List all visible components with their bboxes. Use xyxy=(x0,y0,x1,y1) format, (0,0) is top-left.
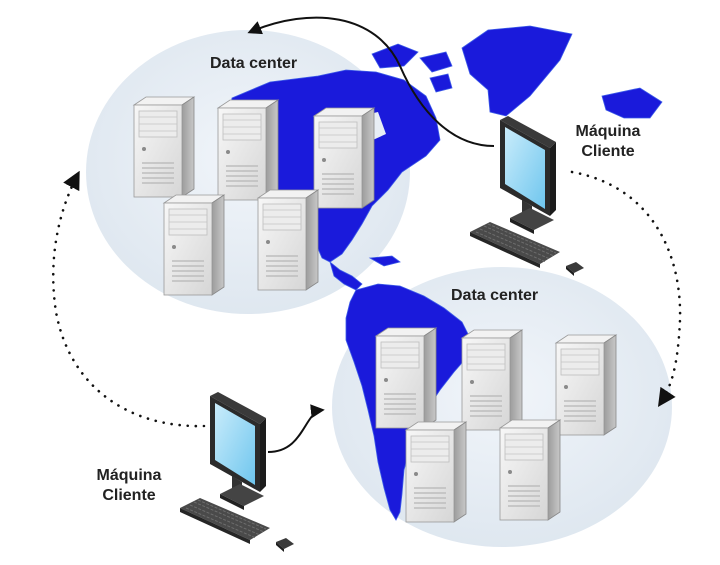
server-icon xyxy=(375,327,437,429)
server-icon xyxy=(257,189,319,291)
desktop-computer-icon xyxy=(469,115,585,277)
server-icon xyxy=(217,99,279,201)
server-icon xyxy=(313,107,375,209)
desktop-computer-icon xyxy=(179,391,295,553)
client-left-label: Máquina Cliente xyxy=(89,466,169,506)
server-icon xyxy=(461,329,523,431)
top-connector-arrow xyxy=(247,16,495,147)
client-right-label-line1: Máquina xyxy=(575,123,641,140)
server-icon xyxy=(499,419,561,521)
server-icon xyxy=(133,96,195,198)
server-icon xyxy=(163,194,225,296)
bottom-connector-arrow xyxy=(267,404,325,453)
server-icon xyxy=(555,334,617,436)
client-left-label-line1: Máquina xyxy=(96,467,162,484)
client-right-label: Máquina Cliente xyxy=(568,122,648,162)
client-right-label-line2: Cliente xyxy=(581,143,635,160)
server-icon xyxy=(405,421,467,523)
datacenter-bottom-label: Data center xyxy=(451,287,539,304)
datacenter-top-label: Data center xyxy=(210,55,298,72)
client-left-label-line2: Cliente xyxy=(102,487,156,504)
